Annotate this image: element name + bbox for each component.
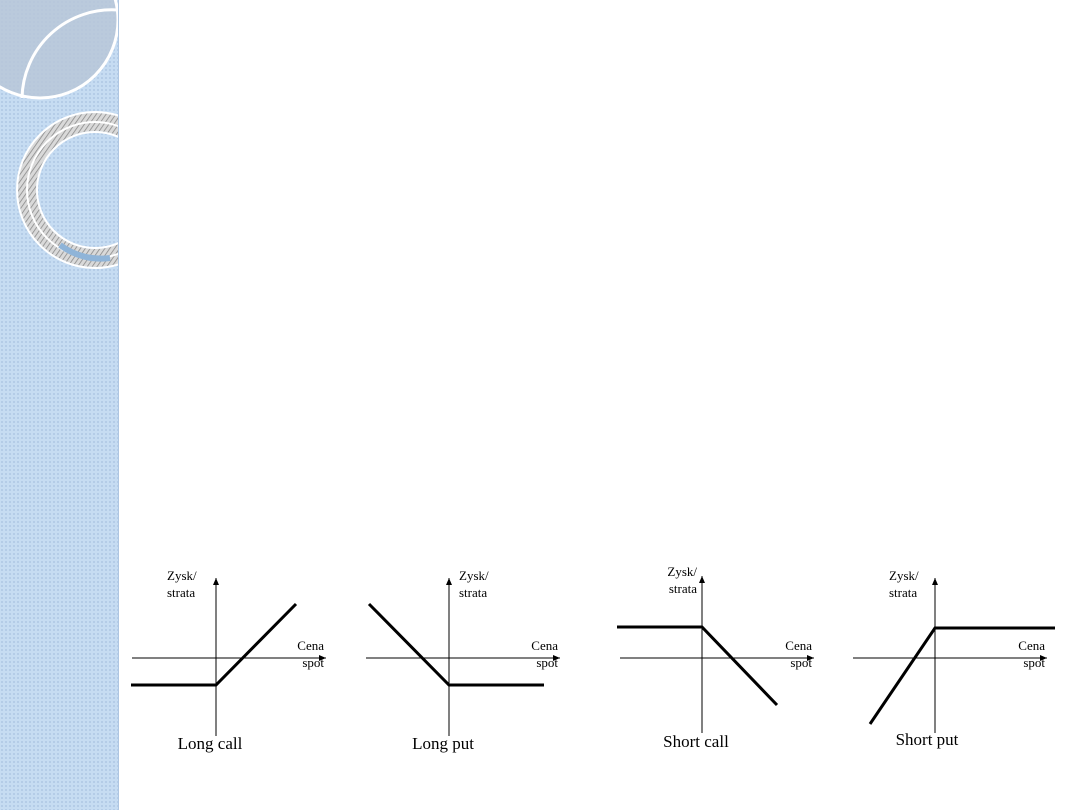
short-put-ylabel: Zysk/strata <box>889 568 919 600</box>
short-put-payoff-line <box>868 626 1055 725</box>
long-call-title: Long call <box>178 734 243 753</box>
long-put-ylabel: Zysk/strata <box>459 568 489 600</box>
short-call-payoff-line <box>617 625 779 707</box>
decorative-rings-icon <box>0 0 119 269</box>
long-call-payoff-line <box>131 602 298 687</box>
short-put-title: Short put <box>896 730 959 749</box>
short-call-title: Short call <box>663 732 729 751</box>
short-call-ylabel: Zysk/strata <box>667 564 697 596</box>
long-call-ylabel: Zysk/strata <box>167 568 197 600</box>
long-put-payoff-line <box>367 602 544 687</box>
long-put-title: Long put <box>412 734 474 753</box>
